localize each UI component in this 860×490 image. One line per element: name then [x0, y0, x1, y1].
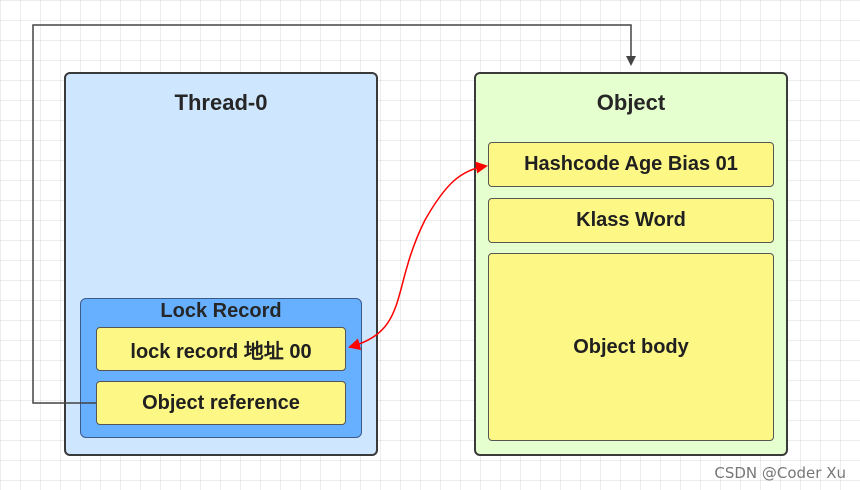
cas-swap-arrow — [348, 161, 488, 351]
klass-word-cell: Klass Word — [488, 198, 774, 243]
csdn-watermark: CSDN @Coder Xu — [714, 464, 846, 482]
thread-title: Thread-0 — [174, 90, 268, 115]
lock-record-title: Lock Record — [160, 300, 282, 322]
object-reference-connector — [32, 24, 636, 404]
mark-word-header-cell: Hashcode Age Bias 01 — [488, 142, 774, 187]
lock-record-address-cell: lock record 地址 00 — [96, 327, 346, 371]
object-reference-cell: Object reference — [96, 381, 346, 425]
object-body-cell: Object body — [488, 253, 774, 441]
object-title: Object — [596, 90, 666, 115]
